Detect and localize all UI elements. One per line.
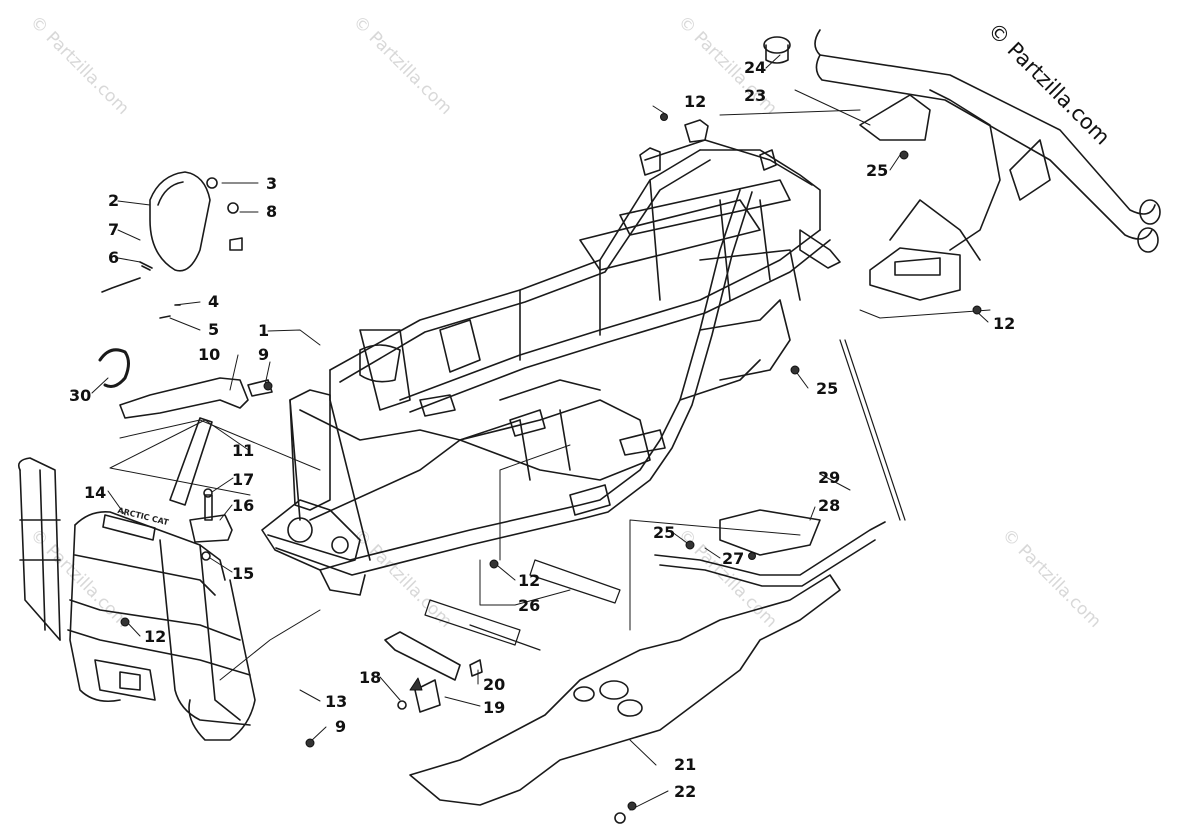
callout-label: 19: [483, 698, 506, 717]
callout-label: 12: [144, 627, 167, 646]
callout-label: 25: [866, 161, 889, 180]
callout-label: 11: [232, 441, 255, 460]
callout-label: 27: [722, 549, 745, 568]
rear-rack: [763, 29, 1161, 301]
callout-label: 29: [818, 468, 841, 487]
callout-label: 28: [818, 496, 841, 515]
callout-label: 10: [198, 345, 221, 364]
hardware: [120, 113, 982, 811]
bracket-16: [189, 488, 233, 561]
callout-label: 8: [266, 202, 278, 221]
callout-label: 5: [208, 320, 220, 339]
callout-label: 16: [232, 496, 255, 515]
callout-label: 17: [232, 470, 255, 489]
callout-label: 12: [518, 571, 541, 590]
callout-label: 7: [108, 220, 120, 239]
main-frame: [261, 119, 841, 596]
callout-label: 23: [744, 86, 767, 105]
headlight-cover: [101, 171, 243, 319]
front-bumper: [17, 457, 256, 741]
callout-label: 3: [266, 174, 278, 193]
callout-label: 21: [674, 755, 697, 774]
rear-skid: [654, 339, 906, 587]
callout-label: 24: [744, 58, 767, 77]
callout-label: 15: [232, 564, 255, 583]
leader-lines: [91, 54, 991, 811]
callout-label: 20: [483, 675, 506, 694]
callout-label: 6: [108, 248, 120, 267]
callout-label: 14: [84, 483, 107, 502]
floor-panels: [424, 559, 621, 651]
callout-label: 25: [653, 523, 676, 542]
callout-label: 4: [208, 292, 220, 311]
clamp-ring: [98, 348, 130, 388]
callout-label: 1: [258, 321, 270, 340]
callout-label: 9: [335, 717, 347, 736]
callout-label: 26: [518, 596, 541, 615]
front-bracket: [119, 377, 273, 506]
callout-label: 25: [816, 379, 839, 398]
callout-label: 22: [674, 782, 697, 801]
bracket-19: [384, 631, 483, 713]
callout-label: 30: [69, 386, 92, 405]
callout-label: 18: [359, 668, 382, 687]
callout-label: 12: [993, 314, 1016, 333]
skid-plate: [409, 574, 841, 824]
callout-label: 13: [325, 692, 348, 711]
callout-label: 2: [108, 191, 120, 210]
callout-label: 12: [684, 92, 707, 111]
callout-label: 9: [258, 345, 270, 364]
